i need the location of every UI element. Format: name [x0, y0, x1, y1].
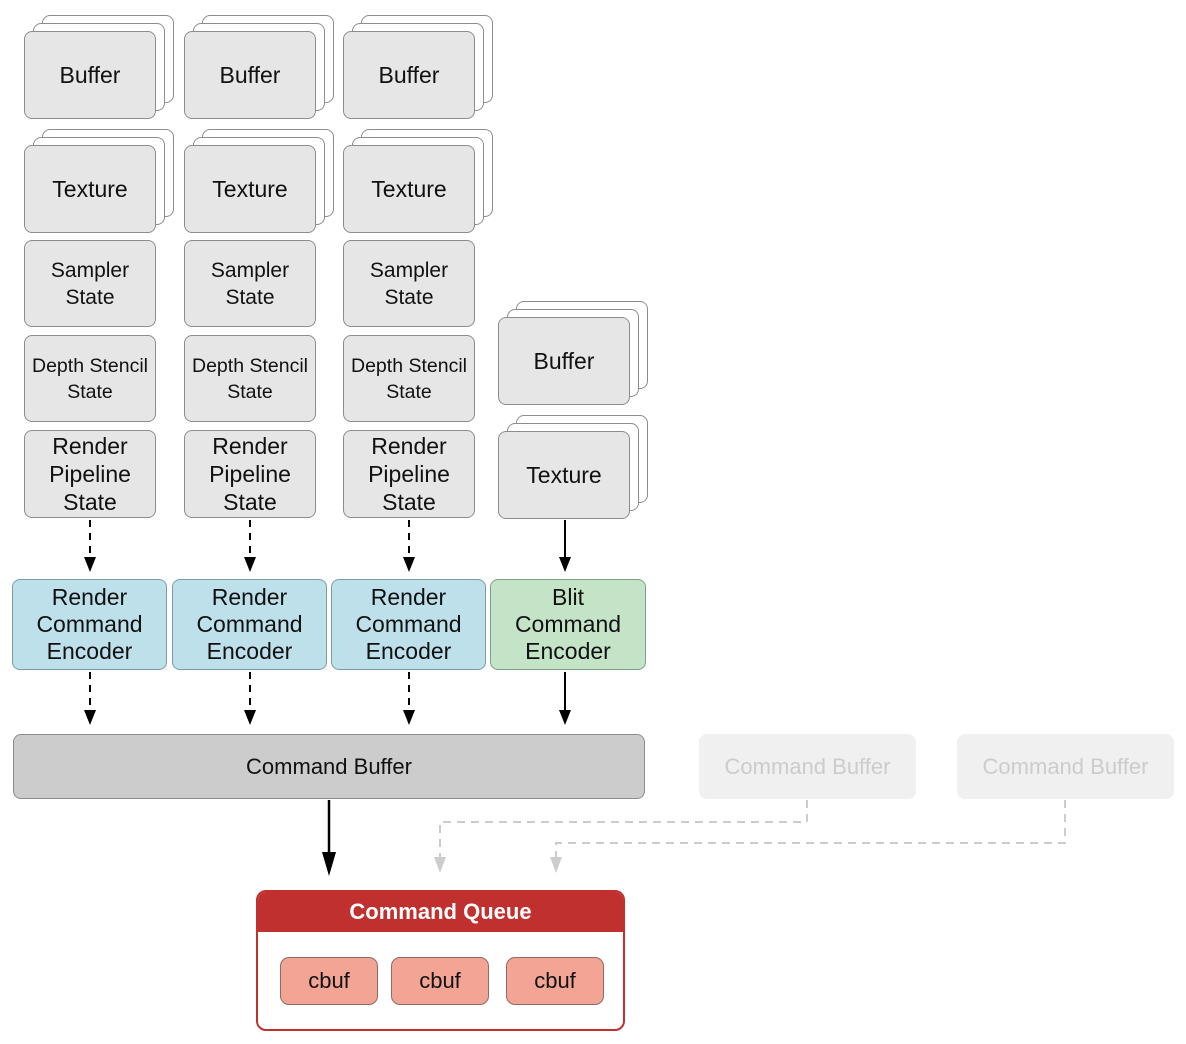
blit-buffer: Buffer — [498, 317, 630, 405]
encoder-to-command-buffer-arrows — [84, 672, 571, 725]
col2-render-pipeline-state: Render Pipeline State — [184, 430, 316, 518]
col2-buffer-label: Buffer — [219, 62, 281, 88]
col3-depth-stencil-state: Depth Stencil State — [343, 335, 475, 422]
col2-depth-stencil-label: Depth Stencil State — [192, 354, 308, 403]
col1-buffer-label: Buffer — [59, 62, 121, 88]
pipeline-to-encoder-arrows — [84, 520, 415, 572]
col3-texture-label: Texture — [371, 176, 447, 202]
cbuf-label: cbuf — [308, 968, 350, 993]
col2-buffer: Buffer — [184, 31, 316, 119]
col3-render-pipeline-state: Render Pipeline State — [343, 430, 475, 518]
texture-to-blit-arrow — [559, 520, 571, 572]
col1-depth-stencil-state: Depth Stencil State — [24, 335, 156, 422]
col1-render-pipeline-state: Render Pipeline State — [24, 430, 156, 518]
col2-texture-label: Texture — [212, 176, 288, 202]
col2-texture: Texture — [184, 145, 316, 233]
blit-command-encoder: Blit Command Encoder — [490, 579, 646, 670]
col1-sampler-state: Sampler State — [24, 240, 156, 327]
ghost-buffer-to-queue-arrows — [434, 800, 1066, 873]
col2-render-command-encoder: Render Command Encoder — [172, 579, 327, 670]
col3-buffer: Buffer — [343, 31, 475, 119]
ghost-command-buffer: Command Buffer — [699, 734, 916, 799]
col3-texture: Texture — [343, 145, 475, 233]
col2-sampler-label: Sampler State — [210, 258, 290, 309]
col3-encoder-label: Render Command Encoder — [355, 584, 462, 664]
col1-texture: Texture — [24, 145, 156, 233]
col2-sampler-state: Sampler State — [184, 240, 316, 327]
ghost-command-buffer-label: Command Buffer — [982, 753, 1149, 779]
ghost-command-buffer-label: Command Buffer — [724, 753, 891, 779]
col2-encoder-label: Render Command Encoder — [196, 584, 303, 664]
col3-buffer-label: Buffer — [378, 62, 440, 88]
col3-render-command-encoder: Render Command Encoder — [331, 579, 486, 670]
col3-pipeline-label: Render Pipeline State — [368, 433, 450, 515]
col1-pipeline-label: Render Pipeline State — [49, 433, 131, 515]
command-buffer: Command Buffer — [13, 734, 645, 799]
col3-sampler-state: Sampler State — [343, 240, 475, 327]
col3-depth-stencil-label: Depth Stencil State — [351, 354, 467, 403]
col2-depth-stencil-state: Depth Stencil State — [184, 335, 316, 422]
queued-cbuf: cbuf — [506, 957, 604, 1005]
command-buffer-to-queue-arrow — [322, 800, 336, 876]
queued-cbuf: cbuf — [391, 957, 489, 1005]
blit-texture: Texture — [498, 431, 630, 519]
command-queue: Command Queue cbuf cbuf cbuf — [256, 890, 625, 1031]
col1-render-command-encoder: Render Command Encoder — [12, 579, 167, 670]
col1-depth-stencil-label: Depth Stencil State — [32, 354, 148, 403]
blit-texture-label: Texture — [526, 462, 602, 488]
command-queue-title: Command Queue — [258, 892, 623, 932]
col3-sampler-label: Sampler State — [369, 258, 449, 309]
col1-buffer: Buffer — [24, 31, 156, 119]
col2-pipeline-label: Render Pipeline State — [209, 433, 291, 515]
cbuf-label: cbuf — [419, 968, 461, 993]
col1-texture-label: Texture — [52, 176, 128, 202]
command-buffer-label: Command Buffer — [246, 753, 412, 779]
blit-buffer-label: Buffer — [533, 348, 595, 374]
blit-encoder-label: Blit Command Encoder — [514, 584, 622, 664]
queued-cbuf: cbuf — [280, 957, 378, 1005]
cbuf-label: cbuf — [534, 968, 576, 993]
col1-encoder-label: Render Command Encoder — [36, 584, 143, 664]
col1-sampler-label: Sampler State — [50, 258, 130, 309]
ghost-command-buffer: Command Buffer — [957, 734, 1174, 799]
